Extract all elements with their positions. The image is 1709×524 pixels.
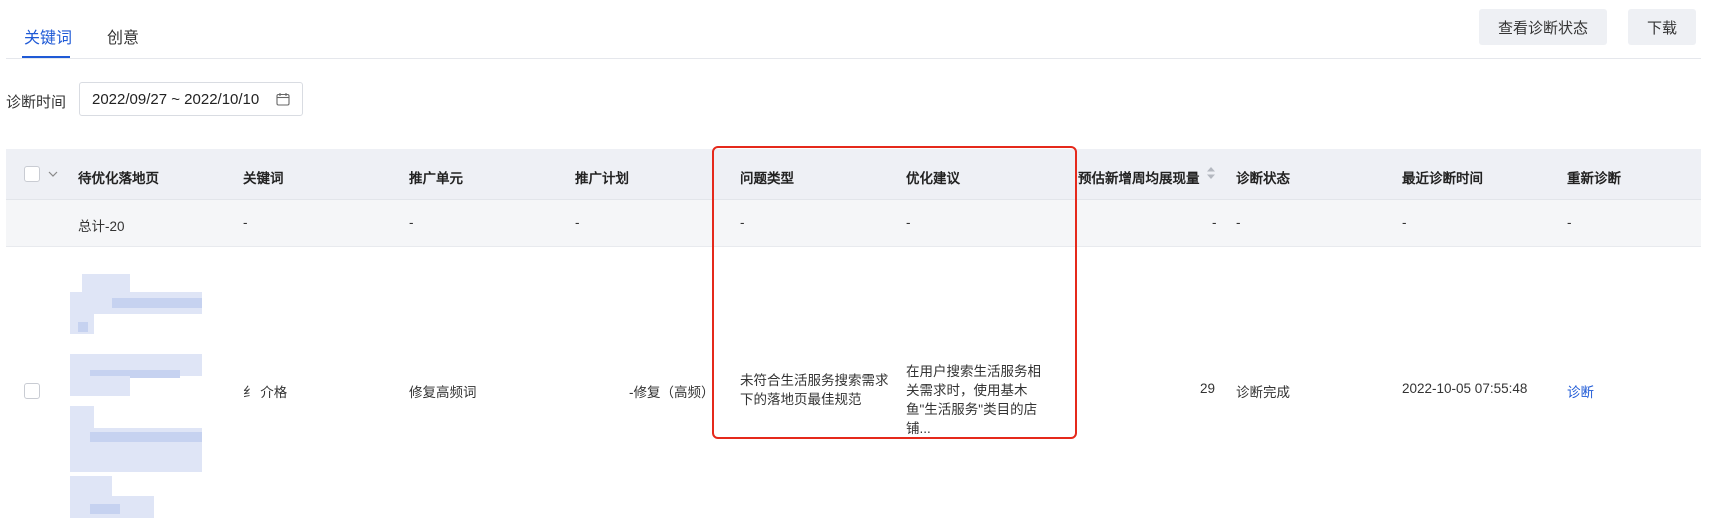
table-header (6, 149, 1701, 200)
total-unit: - (409, 215, 414, 230)
active-tab-indicator (22, 56, 70, 58)
col-est-impressions[interactable]: 预估新增周均展现量 (1078, 171, 1200, 186)
row-plan: -修复（高频） (629, 385, 715, 400)
total-suggestion: - (906, 215, 911, 230)
date-range-picker[interactable]: 2022/09/27 ~ 2022/10/10 (79, 82, 303, 116)
col-plan: 推广计划 (575, 171, 629, 186)
total-plan: - (575, 215, 580, 230)
row-unit: 修复高频词 (409, 385, 477, 400)
col-rediagnose: 重新诊断 (1567, 171, 1621, 186)
total-issue-type: - (740, 215, 745, 230)
col-landing-page: 待优化落地页 (78, 171, 159, 186)
col-suggestion: 优化建议 (906, 171, 960, 186)
total-status: - (1236, 215, 1241, 230)
row-last-time: 2022-10-05 07:55:48 (1402, 381, 1528, 396)
select-all-checkbox[interactable] (24, 166, 40, 182)
row-impressions: 29 (1200, 381, 1216, 396)
col-last-diagnosis-time: 最近诊断时间 (1402, 171, 1483, 186)
tab-keywords[interactable]: 关键词 (24, 30, 73, 47)
tab-creative[interactable]: 创意 (107, 30, 140, 47)
col-status: 诊断状态 (1236, 171, 1290, 186)
sort-icon[interactable] (1206, 166, 1216, 180)
diagnosis-time-label: 诊断时间 (6, 94, 67, 111)
calendar-icon (276, 93, 290, 106)
col-issue-type: 问题类型 (740, 171, 794, 186)
rediagnose-link[interactable]: 诊断 (1567, 385, 1594, 400)
date-range-value: 2022/09/27 ~ 2022/10/10 (92, 90, 260, 108)
col-unit: 推广单元 (409, 171, 463, 186)
total-keyword: - (243, 215, 248, 230)
row-keyword: 纟 介格 (243, 385, 288, 400)
tabbar-divider (6, 58, 1701, 59)
total-impressions: - (1212, 215, 1217, 230)
chevron-down-icon[interactable] (48, 170, 58, 178)
total-label: 总计-20 (78, 219, 125, 234)
total-rediagnose: - (1567, 215, 1572, 230)
view-diagnosis-status-button[interactable]: 查看诊断状态 (1479, 9, 1607, 45)
row-suggestion[interactable]: 在用户搜索生活服务相关需求时，使用基木鱼"生活服务"类目的店铺... (906, 364, 1041, 436)
col-keyword: 关键词 (243, 171, 284, 186)
row-issue-type: 未符合生活服务搜索需求下的落地页最佳规范 (740, 373, 889, 407)
landing-page-thumbnail[interactable] (70, 272, 218, 522)
row-status: 诊断完成 (1236, 385, 1290, 400)
download-button[interactable]: 下载 (1628, 9, 1696, 45)
row-checkbox[interactable] (24, 383, 40, 399)
table-total-row (6, 200, 1701, 247)
total-last-time: - (1402, 215, 1407, 230)
